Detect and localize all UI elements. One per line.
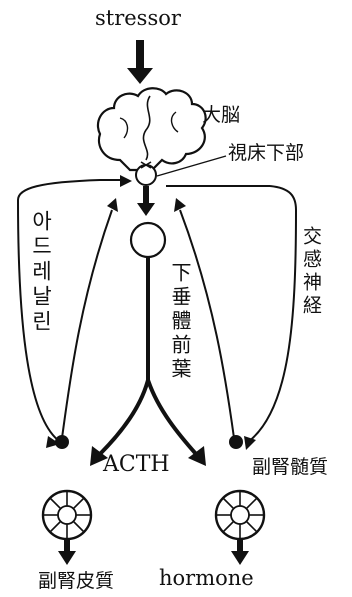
- sympathetic-nerve-label: 交感神経: [298, 226, 325, 366]
- right-hormone-arrow: [231, 539, 249, 565]
- adrenal-medulla-label: 副腎髄質: [252, 452, 328, 479]
- right-inner-arrowhead: [174, 198, 186, 212]
- pituitary-circle: [131, 223, 165, 257]
- left-inner-arrowhead: [107, 198, 118, 212]
- adrenal-cortex-label: 副腎皮質: [38, 566, 114, 593]
- right-adrenal-gland: [216, 491, 264, 539]
- left-inner-path: [62, 210, 112, 438]
- left-adrenal-gland: [43, 491, 91, 539]
- hypothalamus-label: 視床下部: [228, 138, 304, 165]
- hormone-label: hormone: [159, 566, 254, 590]
- hypothalamus-pointer: [157, 156, 226, 176]
- right-adrenal-dot: [229, 435, 243, 449]
- stressor-arrow: [127, 40, 153, 84]
- hypothalamus-pituitary-arrow: [137, 186, 155, 216]
- hypothalamus-circle: [136, 165, 156, 185]
- anterior-pituitary-label: 下垂體前葉: [166, 262, 195, 422]
- left-loop-arrowhead: [120, 175, 132, 187]
- stressor-label: stressor: [95, 6, 181, 30]
- left-adrenal-dot: [55, 435, 69, 449]
- acth-label: ACTH: [103, 452, 170, 477]
- brain-outline: [98, 88, 206, 170]
- adrenaline-label: 아드레날린: [26, 210, 56, 390]
- left-hormone-arrow: [58, 539, 76, 565]
- right-loop-arrowhead: [244, 436, 256, 450]
- cerebrum-label: 大脳: [202, 100, 240, 127]
